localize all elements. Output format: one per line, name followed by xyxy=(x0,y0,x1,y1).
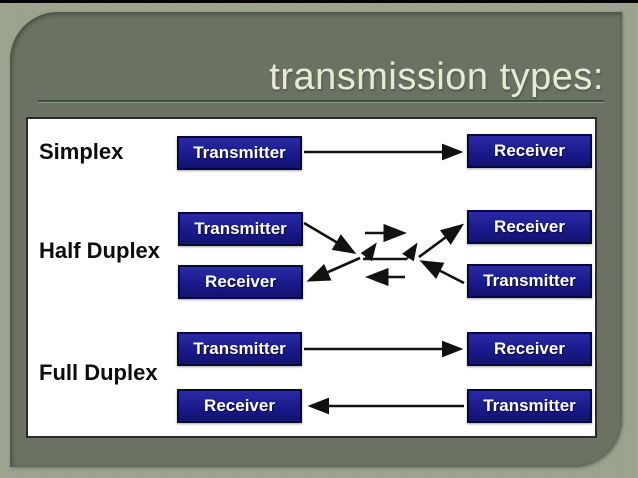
node-simplex-transmitter: Transmitter xyxy=(177,136,302,170)
arrows-layer xyxy=(303,143,465,415)
node-simplex-receiver: Receiver xyxy=(467,134,592,168)
node-half-duplex-transmitter-left: Transmitter xyxy=(178,212,303,246)
slide-panel: transmission types: xyxy=(10,12,622,467)
node-half-duplex-transmitter-right: Transmitter xyxy=(467,264,592,298)
node-full-duplex-receiver-left: Receiver xyxy=(177,389,302,423)
half-duplex-channel-icon xyxy=(360,223,418,287)
node-half-duplex-receiver-left: Receiver xyxy=(178,265,303,299)
slide-title: transmission types: xyxy=(269,56,604,98)
node-half-duplex-receiver-right: Receiver xyxy=(467,210,592,244)
row-label-full-duplex: Full Duplex xyxy=(39,360,158,385)
node-full-duplex-transmitter-right: Transmitter xyxy=(467,389,592,423)
node-full-duplex-transmitter-left: Transmitter xyxy=(177,332,302,366)
node-full-duplex-receiver-right: Receiver xyxy=(467,332,592,366)
row-label-half-duplex: Half Duplex xyxy=(39,238,161,263)
top-black-strip xyxy=(0,0,638,3)
row-label-simplex: Simplex xyxy=(39,139,124,164)
half-duplex-left-arrows-icon xyxy=(303,221,361,282)
title-underline xyxy=(38,100,604,102)
half-duplex-right-arrows-icon xyxy=(418,223,465,285)
diagram-canvas: Simplex Half Duplex Full Duplex Transmit… xyxy=(26,117,597,438)
